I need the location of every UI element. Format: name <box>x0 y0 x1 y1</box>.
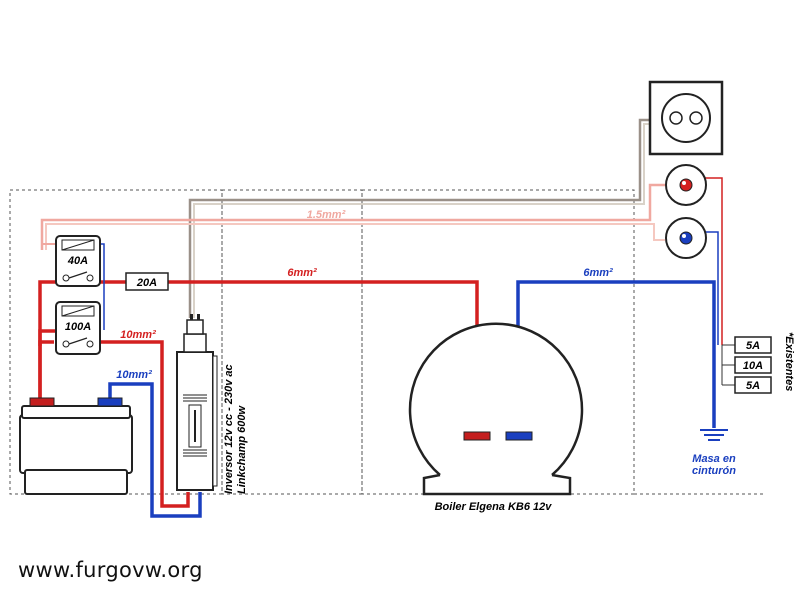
zone-outlines <box>9 189 765 495</box>
battery <box>19 397 133 495</box>
ground-label-line1: Masa en <box>692 453 736 465</box>
fuse-40a-label: 40A <box>67 255 88 267</box>
svg-text:5A: 5A <box>746 380 760 392</box>
indicator-red <box>665 164 707 206</box>
fuse-20a: 20A <box>125 272 169 291</box>
wire-label-6mm-red: 6mm² <box>287 267 317 279</box>
boiler-positive-terminal <box>463 431 491 441</box>
inverter-label-line2: Linkchamp 600w <box>236 405 248 494</box>
svg-text:10A: 10A <box>743 360 763 372</box>
svg-text:5A: 5A <box>746 340 760 352</box>
battery-positive-terminal <box>29 397 55 407</box>
watermark: www.furgovw.org <box>18 558 203 582</box>
inverter-ac-plug <box>183 333 207 353</box>
existing-fuse-1 <box>734 336 772 354</box>
wire-100a-to-inverter <box>96 340 190 508</box>
wire-battery-to-inverter-neg <box>108 382 202 518</box>
battery-negative-terminal <box>97 397 123 407</box>
indicator-blue <box>665 217 707 259</box>
fuse-40a: 40A <box>55 235 101 287</box>
wire-label-10mm-red: 10mm² <box>120 329 156 341</box>
inverter <box>176 314 218 491</box>
existing-fuse-3 <box>734 376 772 394</box>
fuse-100a: 100A <box>55 301 101 355</box>
fuse-100a-label: 100A <box>65 321 91 333</box>
fuse-20a-label: 20A <box>136 277 157 289</box>
existing-note: *Existentes <box>783 332 795 391</box>
wire-label-10mm-blue: 10mm² <box>116 369 152 381</box>
boiler-negative-terminal <box>505 431 533 441</box>
boiler <box>408 322 584 496</box>
ground-symbol <box>700 429 728 441</box>
boiler-label: Boiler Elgena KB6 12v <box>435 501 553 513</box>
wire-label-6mm-blue: 6mm² <box>583 267 613 279</box>
socket-230v <box>648 80 724 156</box>
inverter-label-line1: Inversor 12v cc - 230v ac <box>223 364 235 494</box>
ground-label-line2: cinturón <box>692 465 736 477</box>
wire-label-1-5mm: 1.5mm² <box>307 209 346 221</box>
existing-fuses: 5A 10A 5A <box>734 336 772 394</box>
existing-fuse-2 <box>734 356 772 374</box>
ac-wires <box>40 118 665 318</box>
